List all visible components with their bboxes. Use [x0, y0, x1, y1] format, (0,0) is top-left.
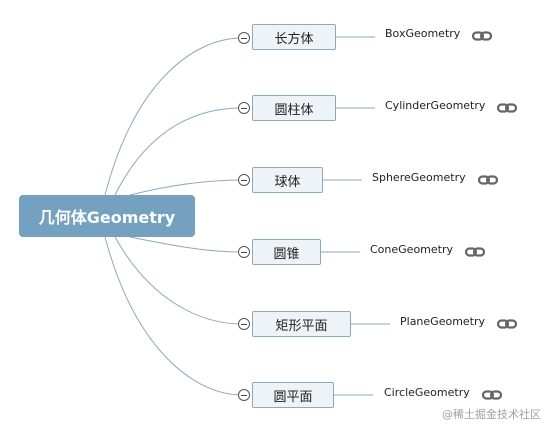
- branch-node-label: 圆柱体: [274, 102, 314, 118]
- branch-node-label: 球体: [274, 174, 301, 190]
- root-node-label: 几何体Geometry: [38, 208, 176, 227]
- leaf-node-circle-geometry[interactable]: CircleGeometry: [384, 386, 470, 400]
- connector-root-box: [104, 37, 243, 196]
- collapse-minus-icon[interactable]: [238, 389, 250, 401]
- leaf-node-label: BoxGeometry: [385, 27, 461, 40]
- leaf-node-label: ConeGeometry: [370, 243, 453, 256]
- leaf-node-cone-geometry[interactable]: ConeGeometry: [370, 243, 453, 257]
- connector-root-plane: [114, 236, 243, 325]
- leaf-node-plane-geometry[interactable]: PlaneGeometry: [400, 315, 485, 329]
- leaf-node-box-geometry[interactable]: BoxGeometry: [385, 27, 460, 41]
- link-icon[interactable]: [482, 389, 502, 401]
- collapse-minus-icon[interactable]: [238, 318, 250, 330]
- collapse-minus-icon[interactable]: [238, 32, 250, 44]
- leaf-node-label: CylinderGeometry: [385, 99, 486, 112]
- leaf-node-label: PlaneGeometry: [400, 315, 486, 328]
- leaf-node-label: CircleGeometry: [384, 386, 470, 399]
- branch-node-sphere[interactable]: 球体: [252, 167, 323, 193]
- branch-node-cylinder[interactable]: 圆柱体: [252, 95, 336, 121]
- link-icon[interactable]: [465, 246, 485, 258]
- connector-root-circle: [104, 236, 243, 396]
- branch-node-label: 矩形平面: [275, 318, 328, 334]
- branch-node-circle[interactable]: 圆平面: [252, 382, 334, 408]
- link-icon[interactable]: [497, 102, 517, 114]
- branch-node-label: 圆平面: [273, 389, 313, 405]
- link-icon[interactable]: [478, 174, 498, 186]
- collapse-minus-icon[interactable]: [238, 246, 250, 258]
- branch-node-cone[interactable]: 圆锥: [252, 239, 321, 265]
- link-icon[interactable]: [472, 30, 492, 42]
- connector-root-cylinder: [114, 107, 243, 196]
- link-icon[interactable]: [497, 318, 517, 330]
- connector-root-sphere: [129, 179, 243, 196]
- connector-root-cone: [129, 236, 243, 253]
- branch-node-label: 圆锥: [273, 246, 300, 262]
- branch-node-label: 长方体: [274, 31, 314, 47]
- leaf-node-cylinder-geometry[interactable]: CylinderGeometry: [385, 99, 485, 113]
- branch-node-box[interactable]: 长方体: [252, 24, 336, 50]
- branch-node-plane[interactable]: 矩形平面: [252, 311, 351, 337]
- root-node[interactable]: 几何体Geometry: [19, 195, 195, 237]
- watermark: @稀土掘金技术社区: [442, 408, 541, 421]
- leaf-node-sphere-geometry[interactable]: SphereGeometry: [372, 171, 466, 185]
- collapse-minus-icon[interactable]: [238, 102, 250, 114]
- collapse-minus-icon[interactable]: [238, 174, 250, 186]
- leaf-node-label: SphereGeometry: [372, 171, 466, 184]
